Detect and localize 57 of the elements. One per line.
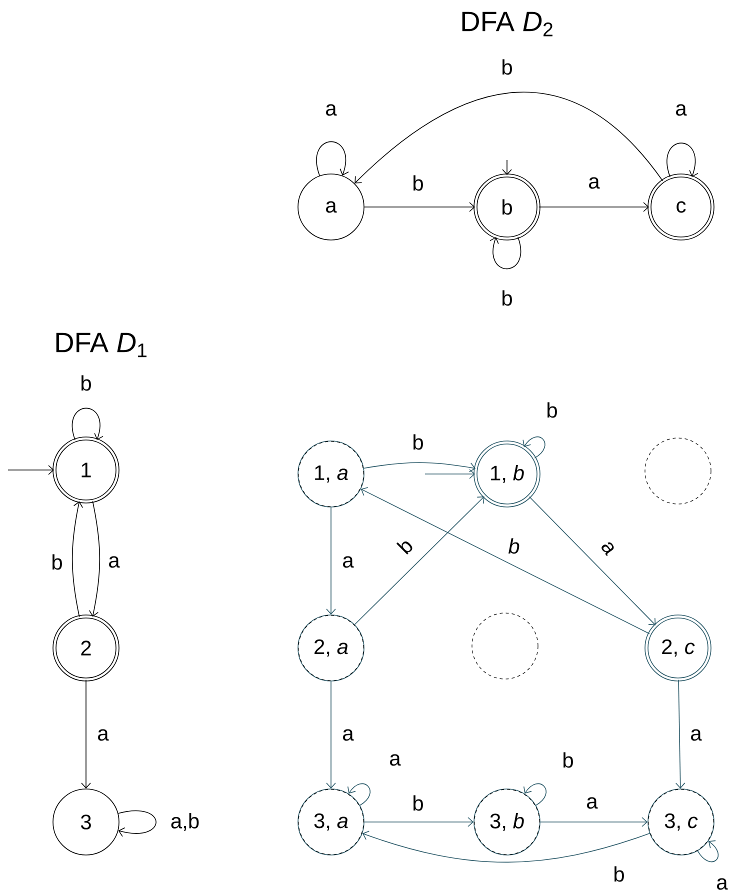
arrow (528, 496, 656, 626)
edge-label: a,b (169, 812, 201, 832)
edge-label: a (715, 877, 729, 891)
edge-label: b (561, 751, 575, 769)
edge-label: b (411, 794, 425, 812)
arrow (354, 92, 664, 184)
loop-arrow (118, 810, 156, 837)
edge-label: b (545, 401, 559, 419)
edge-label: a (388, 753, 402, 767)
arrow (89, 500, 100, 617)
edge-label: a (689, 728, 703, 742)
edge-label: b (50, 553, 64, 571)
start-arrow (502, 160, 512, 176)
title: DFA D$_{2}$ (462, 12, 552, 36)
edge-label: b (500, 289, 514, 307)
loop-arrow (523, 783, 546, 806)
loop-arrow (72, 408, 104, 440)
edge-label: b (411, 174, 425, 192)
loop-arrow (490, 236, 521, 270)
arrow (364, 817, 474, 827)
edge-label: b (612, 865, 626, 883)
edge-label: b (411, 433, 425, 451)
start-arrow (8, 465, 54, 475)
edge-label: b (500, 58, 514, 76)
arrow (364, 202, 476, 212)
arrow (81, 680, 91, 789)
loop-arrow (316, 141, 349, 176)
title: DFA D$_{1}$ (56, 332, 146, 358)
loop-arrow (697, 840, 719, 862)
edge-label: a (324, 103, 338, 117)
loop-arrow (347, 783, 370, 806)
loop-arrow (666, 142, 698, 178)
arrow (540, 817, 648, 827)
edge-label: a (107, 555, 121, 569)
edge-label: a (585, 796, 599, 810)
loop-arrow (522, 436, 546, 458)
edge-label: a (96, 728, 110, 742)
empty-state-circle (644, 438, 712, 504)
arrow (362, 830, 650, 863)
arrow (360, 487, 650, 634)
edge-label: a (674, 103, 688, 117)
arrow (354, 496, 484, 625)
edge-label: a (598, 538, 618, 558)
arrow (675, 680, 686, 789)
empty-state-circle (472, 612, 538, 680)
arrow (364, 462, 476, 472)
edge-label: b (394, 535, 416, 557)
arrow (326, 681, 336, 789)
arrow (326, 507, 336, 615)
edge-label: b (507, 537, 521, 555)
edge-label: a (341, 728, 355, 742)
edge-label: b (79, 374, 93, 392)
arrow (72, 501, 83, 618)
edge-label: a (587, 176, 601, 190)
arrow (538, 202, 650, 212)
start-arrow (424, 469, 476, 479)
edge-label: a (341, 555, 355, 569)
